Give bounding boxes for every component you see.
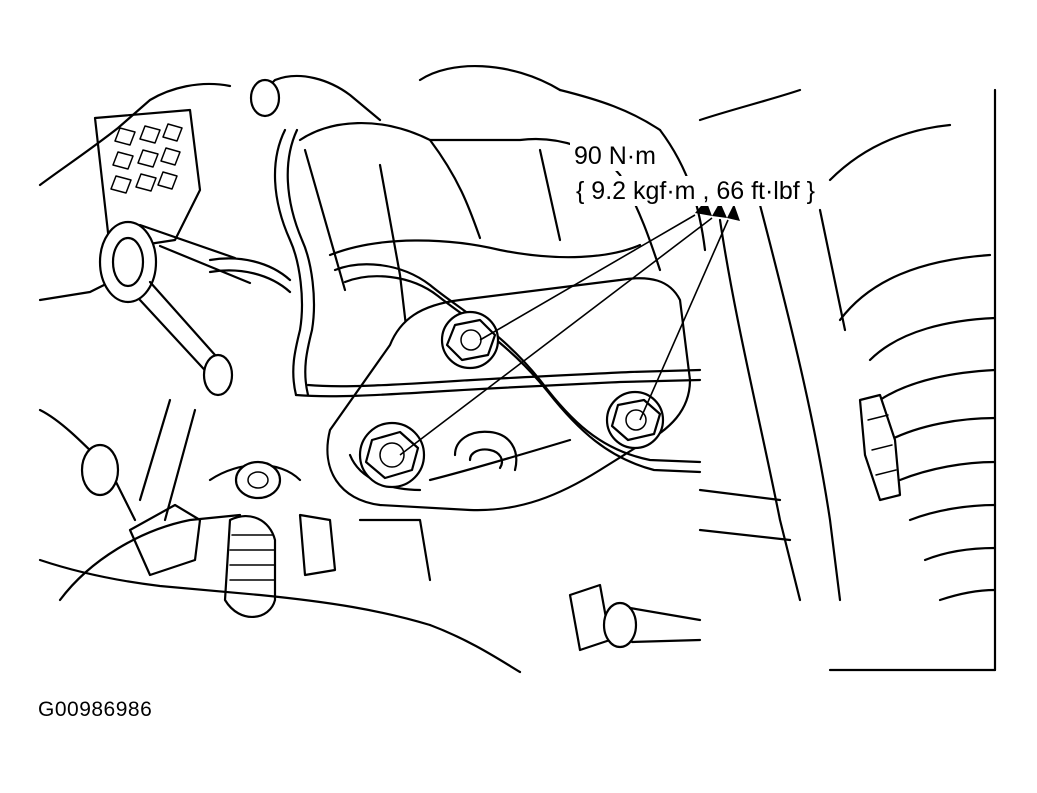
bolt-icon (610, 398, 662, 442)
wire-harness (128, 503, 432, 618)
left-lower-housing (58, 398, 302, 602)
leader-arrow-icon (727, 204, 740, 221)
figure-id: G00986986 (38, 698, 153, 721)
callout-leaders (399, 200, 740, 456)
bolt-icon (364, 430, 420, 480)
torque-value-alt-units: { 9.2 kgf·m , 66 ft·lbf } (572, 176, 820, 206)
torque-value-nm: 90 N·m (570, 141, 660, 171)
leader-arrow-icon (695, 200, 712, 216)
right-bellows (818, 123, 997, 602)
lower-stud (568, 583, 702, 652)
bolt-lower (358, 421, 426, 489)
vent-block (93, 108, 202, 252)
leader-arrow-icon (712, 202, 727, 218)
frame-rail (698, 203, 842, 602)
engine-bay-outline (38, 82, 997, 674)
bolt-right (605, 390, 665, 450)
bolt-icon (445, 318, 497, 362)
bolt-upper (440, 310, 500, 370)
left-pipe (98, 220, 252, 397)
right-clip (858, 393, 902, 502)
